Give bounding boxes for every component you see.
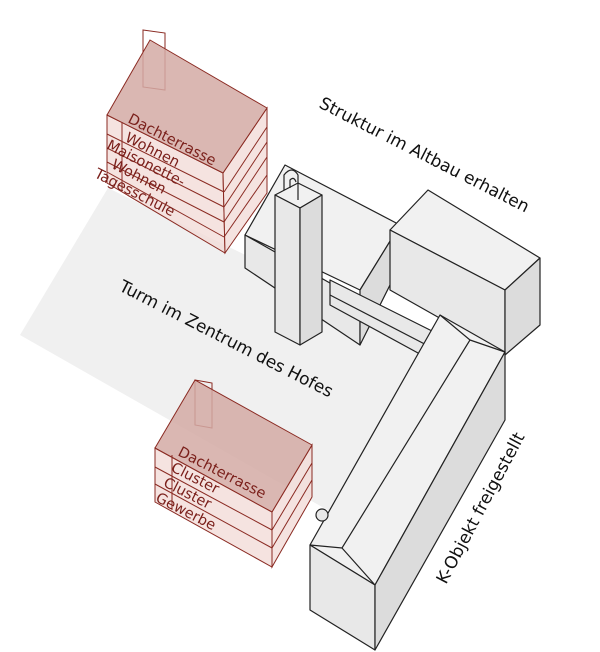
k-objekt-building [309,314,506,651]
tower [274,169,323,346]
new-building-a: Dachterrasse Wohnen Maisonette- Wohnen T… [91,29,268,255]
courtyard-area [20,188,430,520]
